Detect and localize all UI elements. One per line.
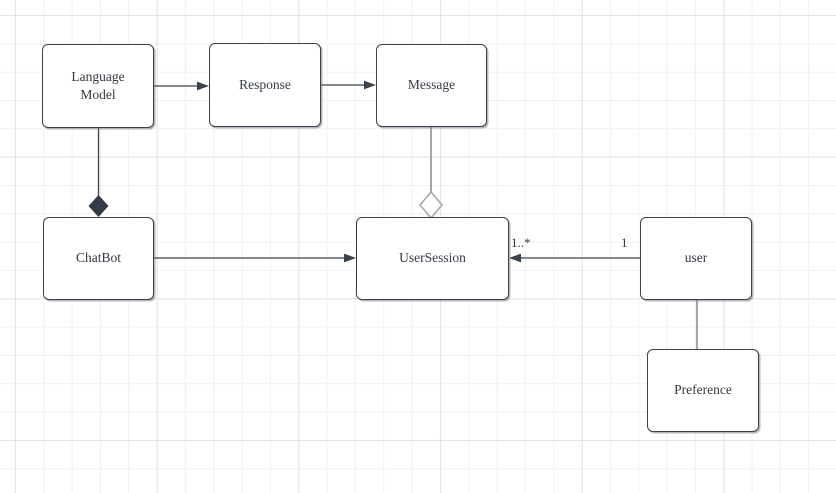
node-label: Response xyxy=(239,76,291,92)
edge-response-message[interactable] xyxy=(321,80,376,90)
multiplicity-label-usersession: 1..* xyxy=(511,235,531,250)
multiplicity-label-user: 1 xyxy=(621,235,628,250)
edge-chatbot-usersession[interactable] xyxy=(154,253,356,263)
edge-message-usersession[interactable] xyxy=(419,127,443,220)
composition-diamond-icon xyxy=(88,195,109,217)
node-label: user xyxy=(684,250,708,266)
aggregation-diamond-icon xyxy=(419,190,443,220)
node-chatbot[interactable]: ChatBot xyxy=(43,217,154,300)
arrowhead-icon xyxy=(344,253,356,263)
arrowhead-icon xyxy=(509,253,521,263)
node-usersession[interactable]: UserSession xyxy=(356,217,509,300)
node-label: UserSession xyxy=(399,250,466,266)
node-preference[interactable]: Preference xyxy=(647,349,759,432)
arrowhead-icon xyxy=(197,81,209,91)
arrowhead-icon xyxy=(364,80,376,90)
edge-languagemodel-chatbot[interactable] xyxy=(88,128,109,217)
node-language-model[interactable]: Language Model xyxy=(42,44,154,128)
node-response[interactable]: Response xyxy=(209,43,321,127)
node-label: Message xyxy=(407,77,456,93)
node-label: Preference xyxy=(674,382,732,398)
edge-languagemodel-response[interactable] xyxy=(154,81,209,91)
edge-user-usersession[interactable] xyxy=(509,253,640,263)
node-label: Language Model xyxy=(71,68,125,102)
node-user[interactable]: user xyxy=(640,217,752,300)
node-message[interactable]: Message xyxy=(376,44,487,127)
node-label: ChatBot xyxy=(75,250,121,266)
